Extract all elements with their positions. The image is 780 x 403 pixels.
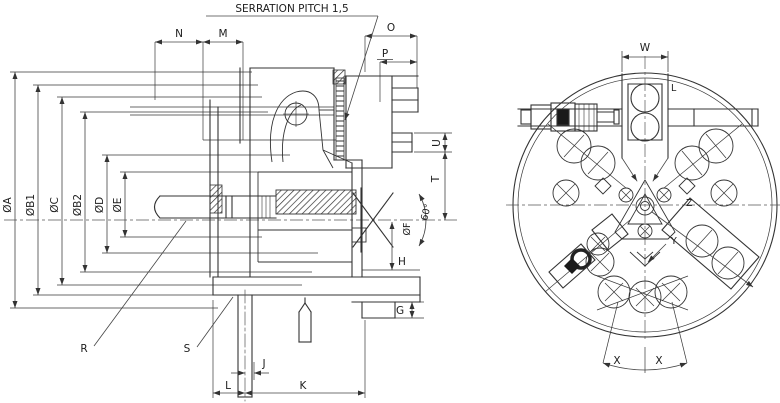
draw-shaft	[153, 195, 277, 219]
serration-zone	[335, 77, 345, 161]
dim-label-x-right: X	[655, 355, 662, 367]
dim-label-u: U	[431, 139, 443, 147]
diameter-dimensions	[12, 72, 128, 308]
chuck-key-diagonal	[544, 213, 631, 293]
dim-label-o: O	[387, 22, 395, 34]
dim-label-m: M	[218, 28, 227, 40]
screw-head-hatch	[209, 184, 223, 214]
center-cone	[352, 187, 394, 253]
y-arrow	[647, 243, 667, 263]
dim-label-l: L	[225, 380, 231, 392]
serration-note: SERRATION PITCH 1,5	[235, 3, 348, 15]
dim-label-n: N	[175, 28, 183, 40]
ref-label-s: S	[184, 343, 191, 355]
dim-label-p: P	[382, 48, 388, 60]
dim-label-x-left: X	[613, 355, 620, 367]
dim-label-dia-d: ØD	[94, 197, 106, 213]
top-dimensions	[155, 33, 417, 65]
dim-label-60deg: 60°	[419, 203, 434, 222]
leader-r	[93, 220, 187, 347]
dim-label-f: ØF	[402, 223, 413, 236]
mounting-plate	[212, 276, 421, 319]
center-scroll	[594, 177, 696, 267]
w-dimension	[621, 51, 669, 72]
ref-label-z: Z	[686, 198, 693, 209]
right-dimensions	[389, 133, 448, 318]
spindle-stud	[237, 289, 253, 402]
angle-sector: X X	[602, 301, 688, 373]
dim-label-j: J	[261, 358, 265, 370]
jaw-assembly	[332, 69, 419, 169]
mounting-bolt	[298, 297, 312, 343]
wedge-hatch	[275, 189, 357, 215]
dim-label-dia-b1: ØB1	[25, 194, 37, 216]
chuck-key	[517, 102, 623, 132]
dim-label-k: K	[300, 380, 308, 392]
section-view: ØA ØB1 ØC ØB2 ØD ØE N M O P SERRATION PI…	[2, 3, 458, 402]
face-view: W L	[506, 42, 780, 373]
ref-label-r: R	[80, 343, 87, 355]
dim-label-t: T	[430, 175, 442, 183]
dim-label-g: G	[396, 305, 404, 317]
key-square-drive-2	[564, 258, 580, 274]
z-arrow	[651, 211, 754, 288]
dim-label-dia-b2: ØB2	[72, 194, 84, 216]
key-socket-right	[667, 108, 759, 127]
lever-mechanism	[209, 90, 367, 263]
ref-label-y: Y	[670, 236, 677, 247]
angle-dimension-arc	[418, 193, 427, 247]
dim-label-dia-e: ØE	[112, 198, 124, 213]
key-square-drive	[556, 108, 570, 126]
bottom-dimensions	[213, 370, 365, 396]
dim-label-dia-a: ØA	[2, 196, 14, 212]
jaw-guideway-top	[621, 73, 669, 182]
dim-label-dia-c: ØC	[49, 197, 61, 213]
dim-label-w: W	[640, 42, 651, 54]
serration-leader	[344, 15, 379, 121]
dim-label-h: H	[398, 256, 406, 268]
jaw-guideway-lower-right	[661, 197, 760, 290]
top-bolt	[332, 69, 346, 85]
leader-s	[196, 296, 234, 348]
ref-label-l-face: L	[671, 83, 677, 94]
